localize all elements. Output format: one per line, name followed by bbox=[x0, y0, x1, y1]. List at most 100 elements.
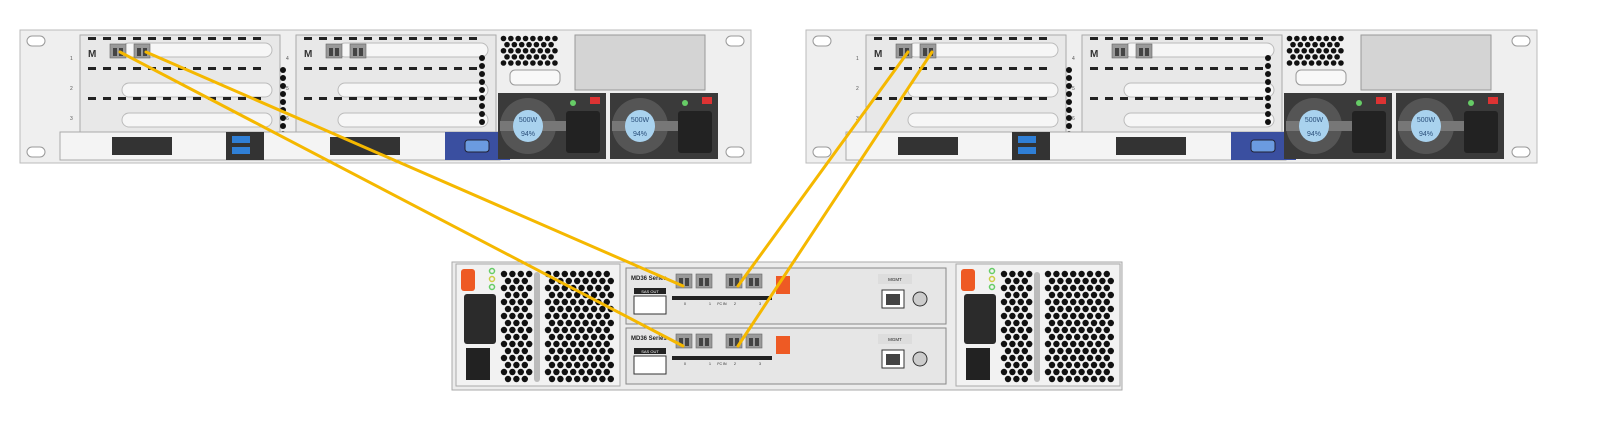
slot-perforation bbox=[379, 67, 387, 70]
vent-hole bbox=[1004, 361, 1012, 369]
psu-efficiency: 94% bbox=[633, 131, 647, 138]
vent-hole bbox=[574, 277, 581, 285]
slot-perforation bbox=[1039, 67, 1047, 70]
vent-hole bbox=[595, 326, 602, 334]
vent-hole bbox=[595, 312, 602, 320]
slot-perforation bbox=[1135, 37, 1143, 40]
vent-hole bbox=[544, 340, 552, 348]
sfp-port-pair bbox=[898, 137, 958, 155]
port-lane bbox=[679, 338, 683, 346]
vent-hole bbox=[504, 291, 512, 299]
vent-hole bbox=[1070, 368, 1077, 376]
vent-hole bbox=[515, 35, 521, 42]
vent-hole bbox=[1099, 291, 1106, 299]
vent-hole bbox=[1316, 47, 1322, 54]
slot-perforation bbox=[334, 97, 342, 100]
vent-hole bbox=[521, 375, 528, 383]
vent-hole bbox=[526, 54, 532, 60]
slot-perforation bbox=[133, 37, 141, 40]
vent-hole bbox=[530, 47, 536, 54]
psu-wattage: 500W bbox=[1417, 117, 1436, 124]
vent-hole bbox=[578, 340, 585, 348]
slot-perforation bbox=[1165, 67, 1173, 70]
slot-perforation bbox=[1120, 67, 1128, 70]
vent-hole bbox=[526, 354, 533, 362]
vent-hole bbox=[479, 95, 485, 101]
slot-perforation bbox=[1090, 37, 1098, 40]
vent-hole bbox=[1017, 326, 1024, 334]
vent-hole bbox=[1095, 326, 1102, 334]
vent-hole bbox=[607, 319, 614, 327]
vent-hole bbox=[1044, 354, 1052, 362]
hba-logo-icon: M bbox=[874, 49, 882, 60]
vent-hole bbox=[508, 35, 514, 42]
vent-hole bbox=[1009, 326, 1016, 334]
vent-hole bbox=[590, 361, 598, 369]
vent-hole bbox=[599, 277, 606, 285]
psu-status-led bbox=[1356, 100, 1362, 106]
vent-hole bbox=[479, 87, 485, 93]
blank-bay bbox=[1360, 34, 1492, 91]
slot-perforation bbox=[1225, 67, 1233, 70]
vent-hole bbox=[280, 67, 286, 73]
vent-hole bbox=[607, 291, 614, 299]
slot-perforation bbox=[208, 67, 216, 70]
usb-port-icon bbox=[232, 136, 250, 143]
slot-perforation bbox=[919, 97, 927, 100]
vent-hole bbox=[1095, 298, 1102, 306]
port-lane bbox=[1121, 48, 1125, 56]
vent-hole bbox=[1013, 291, 1020, 299]
vent-hole bbox=[537, 47, 544, 54]
slot-perforation bbox=[1009, 37, 1017, 40]
vent-hole bbox=[570, 298, 577, 306]
vent-hole bbox=[595, 368, 602, 376]
vent-hole bbox=[1286, 60, 1293, 66]
vent-hole bbox=[1074, 333, 1081, 341]
vent-hole bbox=[1323, 35, 1330, 42]
controller-model: MD36 Series bbox=[631, 276, 667, 282]
vent-hole bbox=[1057, 277, 1064, 285]
slot-cover bbox=[121, 82, 273, 98]
psu-led-icon bbox=[488, 283, 496, 291]
fc-port-bar bbox=[672, 296, 772, 300]
fc-cable-2 bbox=[144, 50, 685, 288]
vent-hole bbox=[565, 277, 572, 285]
vent-hole bbox=[521, 347, 528, 355]
psu-badge bbox=[513, 110, 543, 142]
vent-hole bbox=[574, 361, 581, 369]
vent-hole bbox=[578, 368, 585, 376]
vent-hole bbox=[1078, 298, 1085, 306]
vent-hole bbox=[1070, 270, 1077, 278]
vent-hole bbox=[280, 123, 286, 129]
power-inlet-icon bbox=[678, 111, 712, 153]
slot-perforation bbox=[88, 37, 96, 40]
vent-hole bbox=[1013, 347, 1020, 355]
vent-hole bbox=[526, 340, 533, 348]
vent-hole bbox=[607, 375, 614, 383]
sfp-port-pair bbox=[112, 137, 172, 155]
vent-hole bbox=[578, 326, 585, 334]
usb-port-icon bbox=[232, 147, 250, 154]
slot-perforation bbox=[1150, 97, 1158, 100]
fc-port-3 bbox=[745, 273, 763, 289]
vent-hole bbox=[533, 41, 540, 48]
vent-hole bbox=[500, 326, 508, 334]
slot-perforation bbox=[118, 37, 126, 40]
vent-hole bbox=[522, 35, 529, 42]
vent-hole bbox=[590, 291, 598, 299]
vent-hole bbox=[548, 361, 556, 369]
vent-hole bbox=[522, 47, 529, 54]
vent-hole bbox=[533, 54, 540, 60]
vent-hole bbox=[1048, 375, 1056, 383]
port-number: 1 bbox=[709, 362, 711, 366]
port-lane bbox=[1115, 48, 1119, 56]
vent-hole bbox=[574, 375, 581, 383]
vent-hole bbox=[513, 291, 520, 299]
vent-hole bbox=[578, 284, 585, 292]
vent-hole bbox=[517, 354, 524, 362]
slot-perforation bbox=[334, 67, 342, 70]
